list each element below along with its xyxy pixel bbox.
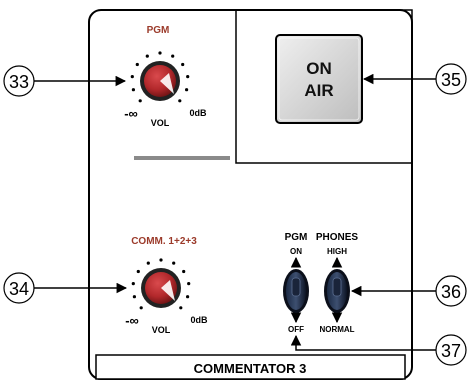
callout-35: 35: [362, 63, 467, 95]
on-air-button[interactable]: ON AIR: [275, 34, 363, 124]
callout-34: 34: [3, 272, 128, 304]
knob-scale-dot: [145, 54, 149, 58]
callout-36-number: 36: [441, 282, 461, 302]
knob-scale-dot: [179, 306, 183, 310]
section-divider: [134, 156, 230, 160]
callout-35-number: 35: [441, 70, 461, 90]
knob-scale-dot: [138, 99, 142, 103]
knob-scale-dot: [187, 282, 191, 286]
callout-34-number: 34: [9, 279, 29, 299]
callout-37-arrow: [290, 334, 436, 351]
knob-scale-dot: [146, 261, 150, 265]
on-air-label-line1: ON: [306, 59, 332, 78]
on-air-box: [235, 9, 413, 164]
pgm-toggle-switch[interactable]: [283, 269, 309, 313]
knob-scale-dot: [158, 51, 162, 55]
footer-label: COMMENTATOR 3: [194, 361, 307, 376]
knob-scale-dot: [182, 269, 186, 274]
callout-37: 37: [290, 334, 467, 366]
phones-toggle-switch[interactable]: [324, 269, 350, 313]
switch-phones-normal-label: NORMAL: [319, 325, 354, 334]
knob-scale-dot: [181, 62, 185, 67]
knob-scale-dot: [172, 261, 176, 265]
knob-scale-dot: [131, 88, 135, 92]
switch-pgm-on-label: ON: [290, 247, 302, 256]
knob-scale-dot: [139, 306, 143, 310]
knob-scale-dot: [171, 54, 175, 58]
callout-36: 36: [350, 275, 467, 307]
knob-scale-dot: [178, 99, 182, 103]
pgm-volume-knob[interactable]: [130, 51, 190, 103]
knob-scale-dot: [132, 295, 136, 299]
comm-min-label: -∞: [125, 313, 139, 328]
knob-scale-dot: [185, 88, 189, 92]
pgm-max-label: 0dB: [189, 108, 207, 118]
comm-knob-title: COMM. 1+2+3: [131, 236, 197, 247]
footer-label-box: [95, 354, 406, 380]
on-air-label-line2: AIR: [304, 81, 333, 100]
knob-scale-dot: [186, 295, 190, 299]
knob-scale-dot: [135, 62, 139, 67]
pgm-min-label: -∞: [124, 106, 138, 121]
comm-max-label: 0dB: [190, 315, 208, 325]
pgm-vol-label: VOL: [151, 118, 170, 128]
callout-33-number: 33: [9, 72, 29, 92]
switch-phones-high-label: HIGH: [327, 247, 347, 256]
knob-scale-dot: [186, 75, 190, 79]
callout-37-number: 37: [441, 341, 461, 361]
knob-scale-dot: [131, 282, 135, 286]
knob-scale-dot: [136, 269, 140, 274]
knob-scale-dot: [159, 258, 163, 262]
comm-volume-knob[interactable]: [131, 258, 191, 310]
pgm-knob-title: PGM: [147, 25, 170, 36]
switch-pgm-off-label: OFF: [288, 325, 304, 334]
switch-pgm-title: PGM: [285, 232, 308, 243]
callout-33: 33: [3, 65, 127, 97]
comm-vol-label: VOL: [152, 325, 171, 335]
knob-scale-dot: [130, 75, 134, 79]
switch-phones-title: PHONES: [316, 232, 359, 243]
